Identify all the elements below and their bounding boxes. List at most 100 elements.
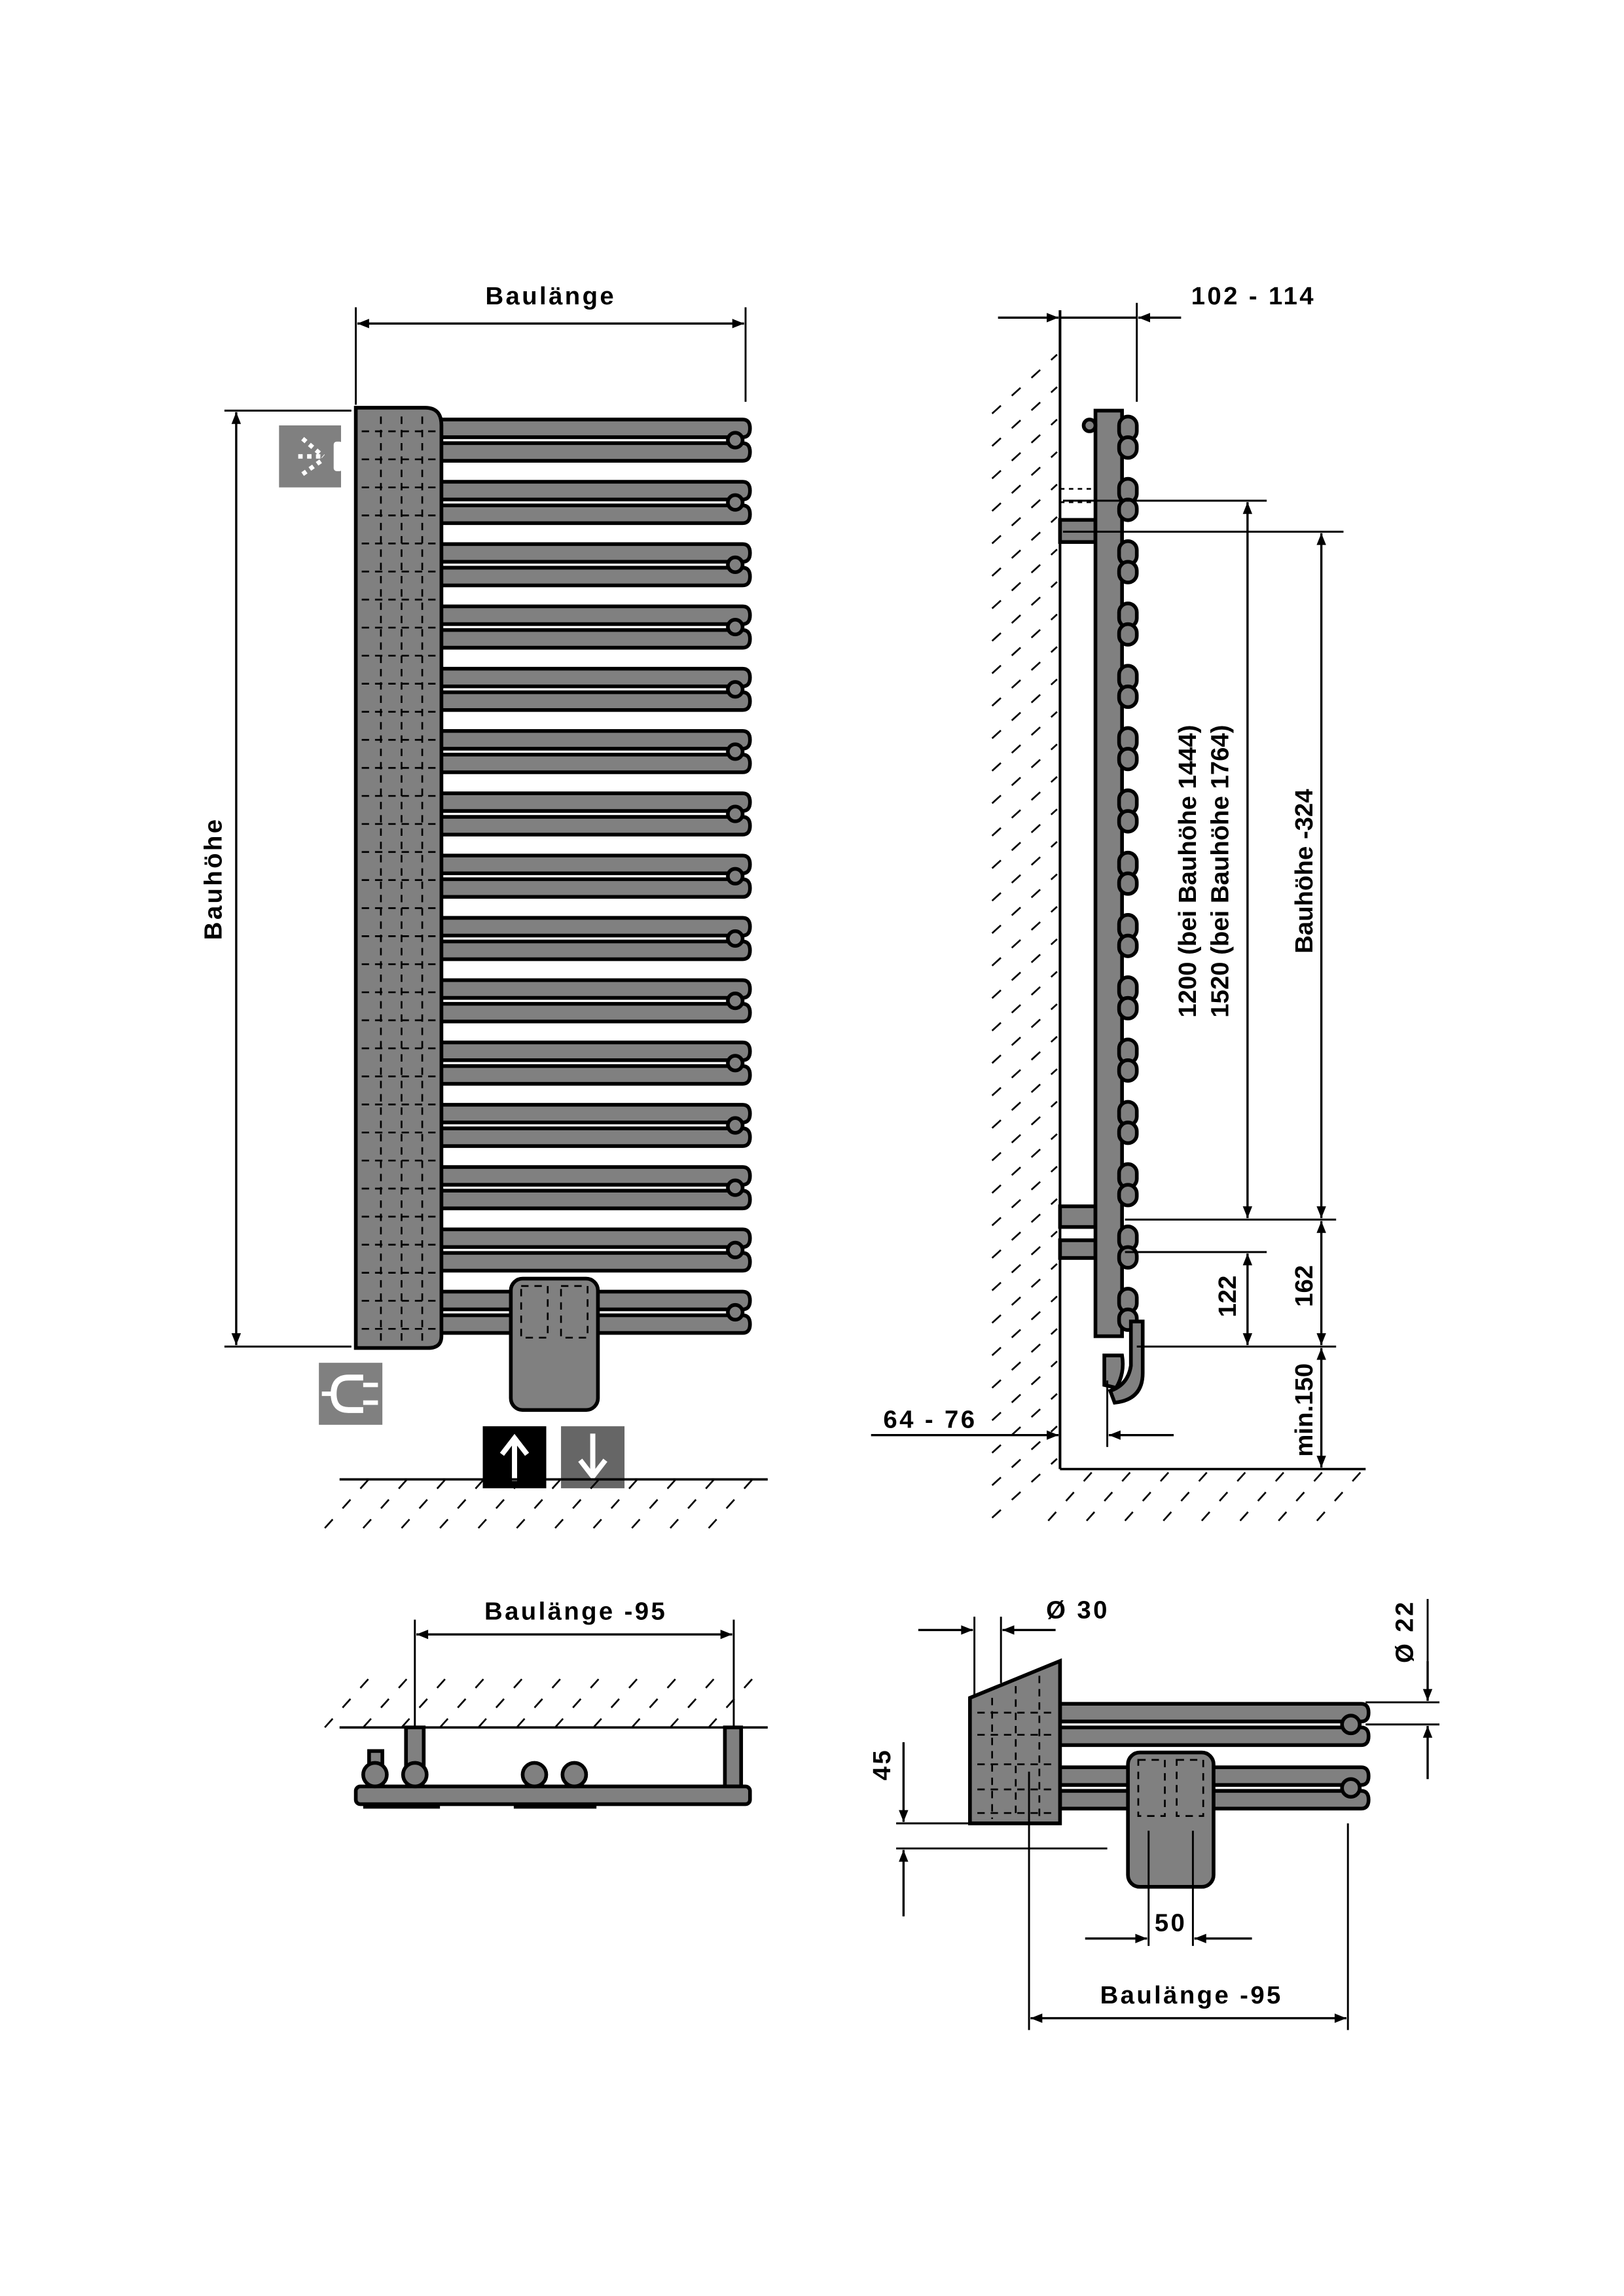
towel-bar-bend	[726, 742, 745, 761]
bar-end	[1117, 1121, 1139, 1145]
towel-bar-bend	[726, 1302, 745, 1322]
bar-end	[1117, 996, 1139, 1021]
depth-top-label: 102 - 114	[1191, 282, 1316, 310]
towel-bar-pair	[433, 916, 752, 961]
dim-45-label: 45	[868, 1748, 896, 1780]
towel-bar-pair	[433, 791, 752, 836]
diameter-22-label: Ø 22	[1390, 1600, 1418, 1663]
towel-bar-bend	[726, 680, 745, 699]
height-minus-label: Bauhöhe -324	[1290, 789, 1318, 954]
towel-bar-lower	[433, 1189, 752, 1211]
towel-bar-bend	[726, 867, 745, 886]
depth-bottom-label: 64 - 76	[883, 1405, 977, 1433]
diameter-30-label: Ø 30	[1046, 1596, 1110, 1624]
towel-bar-pair	[433, 853, 752, 899]
wall-hatching	[991, 353, 1058, 1518]
bar-end	[1117, 1058, 1139, 1083]
heating-element-top	[1126, 1750, 1216, 1889]
towel-bar-pair	[433, 418, 752, 463]
heating-element	[509, 1276, 600, 1412]
towel-bar-upper	[433, 418, 752, 439]
towel-bar-lower	[433, 1251, 752, 1273]
valve	[1108, 1319, 1145, 1405]
arrow-down-icon	[561, 1426, 625, 1488]
towel-bar-upper	[433, 853, 752, 876]
towel-bar-ends	[1117, 414, 1139, 1332]
bar-end	[1117, 933, 1139, 958]
collector	[353, 406, 444, 1350]
towel-bar-lower	[433, 565, 752, 588]
bar-end	[1117, 1245, 1139, 1270]
width-label: Baulänge	[485, 282, 616, 310]
towel-bar-upper	[433, 978, 752, 1000]
towel-bar-lower	[433, 815, 752, 836]
towel-bar-bend	[726, 1240, 745, 1259]
dim-162-label: 162	[1290, 1265, 1318, 1307]
towel-bar-pair	[433, 480, 752, 526]
towel-bar-bend	[726, 992, 745, 1011]
towel-bar-lower	[433, 939, 752, 961]
spacing-1520-label: 1520 (bei Bauhöhe 1764)	[1206, 725, 1235, 1017]
towel-bar-upper	[433, 604, 752, 626]
towel-bar-lower	[433, 1064, 752, 1086]
floor-hatching	[324, 1479, 753, 1529]
bar-end	[1117, 684, 1139, 709]
bar-end	[1117, 871, 1139, 896]
radiator-top	[353, 1784, 752, 1806]
dim-50-label: 50	[1155, 1909, 1187, 1937]
towel-bar-bend	[726, 804, 745, 823]
towel-bar-pair	[433, 978, 752, 1024]
towel-bar-bend	[726, 929, 745, 948]
bar-end	[1117, 497, 1139, 522]
spray-icon	[279, 425, 343, 488]
bar-end	[1117, 747, 1139, 772]
towel-bar-upper	[433, 1103, 752, 1124]
towel-bar-bend	[726, 1116, 745, 1135]
towel-bar-upper	[433, 542, 752, 564]
towel-bar-pair	[433, 729, 752, 774]
towel-bar-lower	[433, 753, 752, 774]
towel-bar-lower	[433, 441, 752, 463]
towel-bar-bend	[726, 555, 745, 574]
towel-bar-pair	[433, 666, 752, 712]
side-view: 102 - 114 1200 (bei Bauhöhe 1444) 1520 (…	[871, 282, 1366, 1522]
bar-end	[1117, 622, 1139, 647]
towel-bar-lower	[433, 1001, 752, 1024]
towel-bar-lower	[433, 503, 752, 526]
towel-bar-lower	[433, 628, 752, 650]
towel-bar-bend	[726, 617, 745, 637]
width-minus-label: Baulänge -95	[484, 1598, 667, 1626]
towel-bar-upper	[433, 729, 752, 751]
collector-side	[1093, 408, 1124, 1338]
width-minus-label: Baulänge -95	[1100, 1981, 1283, 2009]
towel-bar-upper	[433, 1227, 752, 1249]
towel-bar-upper	[433, 666, 752, 689]
towel-bar-lower	[433, 877, 752, 899]
towel-bar-pair	[433, 542, 752, 588]
towel-bar-bend	[726, 1054, 745, 1073]
top-view-left: Baulänge -95	[324, 1598, 768, 1809]
towel-bar-lower	[433, 690, 752, 712]
height-label: Bauhöhe	[199, 817, 227, 941]
min-150-label: min.150	[1290, 1363, 1318, 1457]
plug-icon	[319, 1363, 383, 1425]
floor-hatching	[1047, 1468, 1364, 1522]
towel-bar-upper	[433, 916, 752, 938]
dim-122-label: 122	[1214, 1276, 1242, 1318]
towel-bar-bend	[726, 431, 745, 450]
towel-bar-upper	[433, 1165, 752, 1187]
towel-bar-bend	[726, 1178, 745, 1197]
towel-bar-pair	[433, 1227, 752, 1273]
towel-bar-lower	[433, 1126, 752, 1148]
towel-bar-pair	[433, 1040, 752, 1086]
bar-end	[1117, 1183, 1139, 1208]
towel-bar-upper	[433, 791, 752, 813]
towel-bar-pair	[433, 1103, 752, 1148]
arrow-up-icon	[482, 1426, 547, 1488]
bar-end	[1117, 435, 1139, 460]
front-view: Baulänge Bauhöhe	[199, 282, 768, 1529]
spacing-1200-label: 1200 (bei Bauhöhe 1444)	[1174, 725, 1202, 1017]
towel-bar-pair	[433, 604, 752, 650]
top-view-right: Ø 30 Ø 22 45 50 Baulänge -95	[868, 1596, 1440, 2030]
